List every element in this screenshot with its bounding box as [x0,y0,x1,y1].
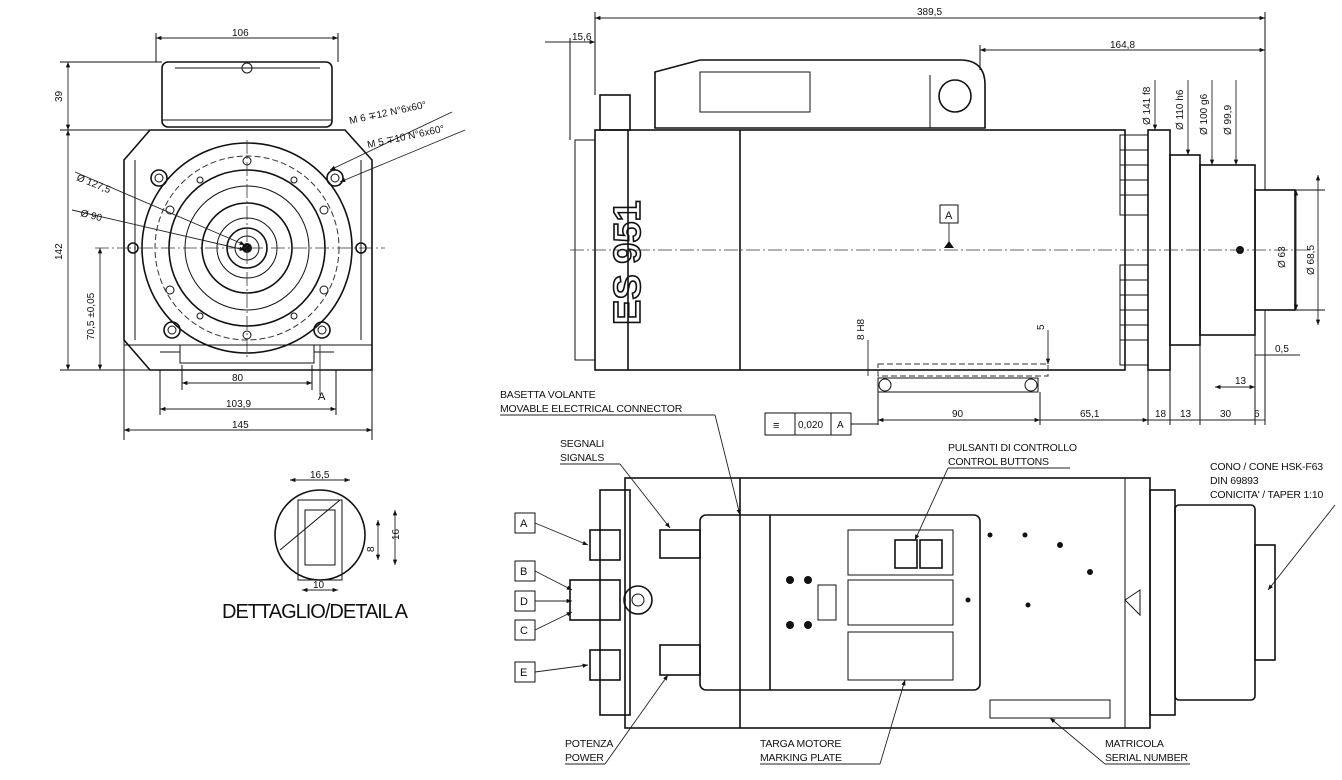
dim-len-30: 30 [1220,409,1232,420]
dim-length-right: 164,8 [1110,40,1135,51]
control-buttons-panel [847,529,954,576]
callout-cono-l1: CONO / CONE HSK-F63 [1210,461,1323,473]
dim-width-top: 106 [232,28,249,39]
dim-dia-110: Ø 110 h6 [1175,89,1186,130]
callout-segnali-en: SIGNALS [560,452,604,464]
top-connectors [569,529,701,681]
detail-a: 16,5 16 8 10 DETTAGLIO/DETAIL A [222,470,410,623]
connector-label-e: E [520,667,527,679]
dim-width-total: 145 [232,420,249,431]
detail-a-title: DETTAGLIO/DETAIL A [222,601,409,623]
dim-height-total: 142 [54,243,65,260]
dim-slot-depth: 5 [1036,324,1047,330]
callouts: BASETTA VOLANTE MOVABLE ELECTRICAL CONNE… [500,389,1336,765]
dim-dia-141: Ø 141 f8 [1142,86,1153,125]
dim-offset-left: 15,6 [572,32,592,43]
dim-length-total: 389,5 [917,7,942,18]
tolerance-datum: A [837,420,844,431]
callout-potenza-it: POTENZA [565,738,613,750]
keyway-slot [877,363,1049,377]
detail-dim-16: 16 [391,528,402,540]
callout-segnali-it: SEGNALI [560,438,604,450]
dim-len-0-5: 0,5 [1275,344,1289,355]
callout-matricola-en: SERIAL NUMBER [1105,752,1188,764]
brand-text: ES 951 [607,200,649,325]
dim-dia-68-5: Ø 68,5 [1306,245,1317,275]
callout-basetta-it: BASETTA VOLANTE [500,389,596,401]
tolerance-symbol: ≡ [773,420,779,432]
top-control-box [699,514,981,691]
dim-len-13a: 13 [1180,409,1192,420]
dim-center-height: 70,5 ±0,05 [86,292,97,340]
serial-number-plate [989,699,1111,719]
top-view: A B D C E [514,477,1276,729]
callout-pulsanti-it: PULSANTI DI CONTROLLO [948,442,1077,454]
marking-plate-lower [847,631,954,681]
callout-matricola-it: MATRICOLA [1105,738,1164,750]
thread-m5: M 5 ∓10 N°6x60° [366,124,445,151]
connector-label-a: A [520,518,528,530]
dim-slot-width: 8 H8 [856,318,867,340]
dim-dia-inner: Ø 90 [79,208,103,224]
dim-height-top: 39 [54,90,65,102]
connector-label-b: B [520,566,527,578]
callout-cono-l3: CONICITA' / TAPER 1:10 [1210,489,1323,501]
dim-bolt-spacing: 80 [232,373,244,384]
detail-dim-10: 10 [313,580,325,591]
callout-pulsanti-en: CONTROL BUTTONS [948,456,1049,468]
front-connector-screw-icon [241,62,253,74]
side-connector [654,59,986,129]
connector-label-c: C [520,625,528,637]
control-button-2[interactable] [919,539,943,569]
front-body-outline [123,129,373,371]
front-connector-box [161,61,333,128]
dim-foot-spacing: 103,9 [226,399,251,410]
dim-len-13b: 13 [1235,376,1247,387]
connector-label-d: D [520,596,528,608]
dim-dia-99: Ø 99,9 [1223,105,1234,135]
detail-dim-16-5: 16,5 [310,470,330,481]
callout-cono-l2: DIN 69893 [1210,475,1259,487]
detail-dim-8: 8 [366,546,377,552]
callout-targa-it: TARGA MOTORE [760,738,841,750]
front-view: 106 39 142 70,5 ±0,05 80 103,9 145 Ø 127… [54,28,466,440]
dim-len-6: 6 [1254,409,1260,420]
dim-len-65-1: 65,1 [1080,409,1100,420]
control-button-1[interactable] [894,539,918,569]
section-marker-a: A [318,391,326,403]
dim-len-90: 90 [952,409,964,420]
dim-len-18: 18 [1155,409,1167,420]
callout-basetta-en: MOVABLE ELECTRICAL CONNECTOR [500,403,683,415]
dim-dia-100: Ø 100 g6 [1199,93,1210,135]
callout-potenza-en: POWER [565,752,604,764]
datum-label-a: A [945,210,953,222]
dim-dia-pcd: Ø 127,5 [75,173,113,197]
tolerance-value: 0,020 [798,420,823,431]
callout-targa-en: MARKING PLATE [760,752,842,764]
side-view: ES 951 A 389,5 15,6 164,8 Ø 141 f8 Ø 110… [545,7,1325,436]
dim-dia-63: Ø 63 [1277,246,1288,268]
top-flange [1174,504,1256,701]
connector-label-boxes: A B D C E [514,512,589,683]
marking-plate-upper [847,579,954,626]
detail-a-circle [274,489,366,581]
thread-m6: M 6 ∓12 N°6x60° [348,100,427,127]
